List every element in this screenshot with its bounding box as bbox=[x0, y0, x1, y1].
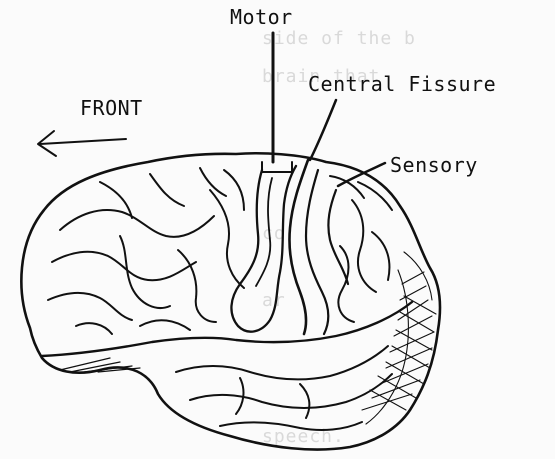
sensory-label: Sensory bbox=[390, 155, 478, 175]
central-sulcus bbox=[289, 160, 308, 334]
occipital-hatching bbox=[362, 252, 436, 424]
lateral-fissure bbox=[42, 302, 412, 356]
frontal-gyri bbox=[48, 168, 244, 334]
parietal-gyri bbox=[330, 176, 392, 322]
front-arrow bbox=[38, 131, 126, 156]
lateral-fissure-shading bbox=[60, 358, 140, 372]
central-fissure-pointer-line bbox=[310, 100, 336, 160]
front-label: FRONT bbox=[80, 98, 143, 118]
temporal-gyri bbox=[176, 346, 392, 430]
sensory-gyrus bbox=[306, 170, 348, 334]
motor-label: Motor bbox=[230, 7, 293, 27]
central-fissure-label: Central Fissure bbox=[308, 74, 496, 94]
motor-pointer-line bbox=[262, 33, 292, 172]
